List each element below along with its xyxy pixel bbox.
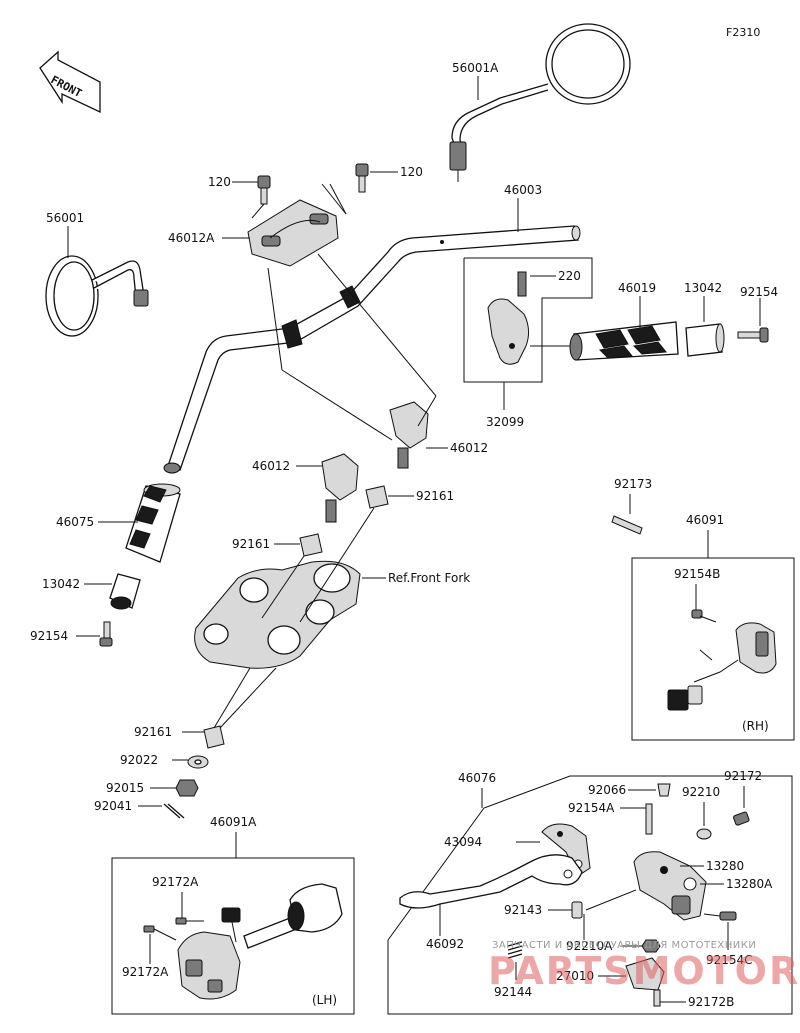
bolt-120-left [257, 175, 271, 205]
label-120-right: 120 [400, 165, 423, 179]
label-13042-right: 13042 [684, 281, 722, 295]
label-32099: 32099 [486, 415, 524, 429]
ref-front-fork-label: Ref.Front Fork [388, 571, 470, 585]
cotter-pin-92041 [163, 803, 185, 819]
label-46075: 46075 [56, 515, 94, 529]
screw-92154B [691, 609, 717, 623]
screw-92172B [653, 989, 661, 1007]
label-46003: 46003 [504, 183, 542, 197]
bracket-92173 [611, 515, 643, 535]
switch-right-part [667, 622, 777, 711]
label-13280A: 13280A [726, 877, 773, 891]
switch-left-part [177, 883, 343, 1000]
lever-assembly-box [387, 775, 793, 1015]
label-92161-upper: 92161 [416, 489, 454, 503]
bolt-120-right [355, 163, 369, 193]
bolt-92154-left [99, 621, 113, 647]
label-27010: 27010 [556, 969, 594, 983]
label-220: 220 [558, 269, 581, 283]
label-92041: 92041 [94, 799, 132, 813]
label-92154B: 92154B [674, 567, 720, 581]
label-92161-mid: 92161 [232, 537, 270, 551]
label-46092: 46092 [426, 937, 464, 951]
screw-92154C [703, 911, 737, 921]
collar-92143 [571, 901, 583, 919]
bolt-92154-right [737, 327, 769, 343]
switch-27010 [625, 957, 665, 991]
bar-end-left-part [109, 573, 141, 610]
label-46091A: 46091A [210, 815, 257, 829]
label-120-left: 120 [208, 175, 231, 189]
watermark-logo: PARTSMOTOR.RU [488, 949, 800, 993]
holder-right-part [389, 401, 429, 469]
label-92022: 92022 [120, 753, 158, 767]
label-92172A-upper: 92172A [152, 875, 199, 889]
mirror-left-part [45, 255, 149, 337]
label-46076: 46076 [458, 771, 496, 785]
label-92144: 92144 [494, 985, 532, 999]
label-92154-right: 92154 [740, 285, 778, 299]
label-56001A: 56001A [452, 61, 499, 75]
label-92015: 92015 [106, 781, 144, 795]
front-arrow-icon: FRONT [39, 50, 101, 114]
washer-92210 [696, 828, 712, 840]
nut-92210A [641, 939, 661, 953]
label-46091: 46091 [686, 513, 724, 527]
label-92173: 92173 [614, 477, 652, 491]
handlebar-part [163, 225, 581, 474]
watermark-tagline: ЗАПЧАСТИ И АКСЕССУАРЫ ДЛЯ МОТОТЕХНИКИ [492, 940, 756, 951]
screw-92172 [733, 811, 750, 826]
rh-label: (RH) [742, 719, 769, 733]
screw-92172A-lower [143, 925, 177, 941]
label-92154A: 92154A [568, 801, 615, 815]
label-92154-left: 92154 [30, 629, 68, 643]
damper-92161-lower [203, 725, 225, 749]
washer-92022 [187, 755, 209, 769]
label-56001: 56001 [46, 211, 84, 225]
label-92210A: 92210A [566, 939, 613, 953]
cap-92066 [657, 783, 671, 797]
label-43094: 43094 [444, 835, 482, 849]
label-92172B: 92172B [688, 995, 734, 1009]
label-92172: 92172 [724, 769, 762, 783]
label-92154C: 92154C [706, 953, 753, 967]
holder-left-part [321, 453, 359, 523]
nut-92015 [175, 779, 199, 797]
bar-end-right-part [685, 323, 725, 357]
lever-43094 [541, 823, 591, 877]
grip-right-part [569, 321, 679, 361]
screw-92172A-upper [175, 917, 204, 925]
label-46012A: 46012A [168, 231, 215, 245]
label-46012-left: 46012 [252, 459, 290, 473]
mirror-right-part [449, 23, 631, 182]
rh-switch-box [631, 557, 795, 741]
throttle-group-box [463, 257, 593, 383]
triple-clamp-part [194, 560, 361, 669]
figure-code: F2310 [726, 26, 760, 39]
clutch-lever-part [399, 854, 583, 909]
label-92143: 92143 [504, 903, 542, 917]
bolt-92154A [645, 803, 653, 835]
label-13280: 13280 [706, 859, 744, 873]
throttle-housing-part [487, 271, 530, 365]
spring-92144 [507, 941, 523, 959]
lh-label: (LH) [312, 993, 337, 1007]
label-92066: 92066 [588, 783, 626, 797]
lh-switch-box [111, 857, 355, 1015]
damper-92161-mid [299, 533, 323, 557]
label-46012-right: 46012 [450, 441, 488, 455]
lever-holder-part [633, 851, 707, 921]
grip-left-part [125, 483, 181, 563]
damper-92161-upper [365, 485, 389, 509]
label-92161-lower: 92161 [134, 725, 172, 739]
label-92210: 92210 [682, 785, 720, 799]
label-46019: 46019 [618, 281, 656, 295]
label-13042-left: 13042 [42, 577, 80, 591]
upper-clamp-part [247, 199, 339, 267]
label-92172A-lower: 92172A [122, 965, 169, 979]
